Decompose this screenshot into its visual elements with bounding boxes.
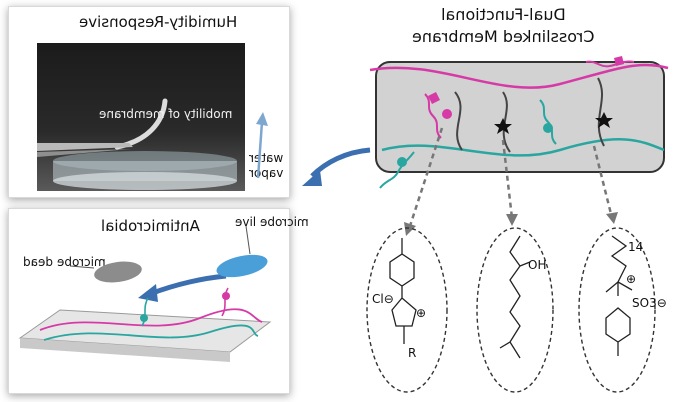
imidazolium-icon [614,56,624,66]
crosslink-3 [597,77,605,147]
dead-microbe-icon [94,261,142,283]
diol-crosslinker-structure-frame [476,227,554,393]
flow-arrow [310,147,371,178]
cation-icon [442,109,452,119]
cation-icon [543,123,553,133]
live-microbe-icon [216,254,268,278]
chloride-label: Cl⊖ [372,292,394,306]
teal-polymer-chain [381,138,665,157]
kill-arrow [149,273,227,297]
substituent-label: R [408,346,417,360]
crosslink-1 [454,91,463,151]
alkyl-chain-label: 14 [628,240,644,254]
imidazolium-icon [428,92,440,104]
imidazolium-structure-frame [366,227,448,393]
hydroxyl-label: OH [528,258,547,272]
photo-illustration [37,98,237,190]
ammonium-charge-label: ⊕ [626,272,637,286]
antimicrobial-panel: Antimicrobial live microbe dead microbe [8,208,309,394]
membrane-box [375,61,665,173]
crosslink-2 [502,91,511,153]
sulfonate-label: SO3⊖ [632,296,667,310]
magenta-polymer-chain [369,63,669,89]
cation-icon [397,157,407,167]
ammonium-sulfonate-structure-frame [578,227,656,393]
crosslinker-star-icon [494,118,512,134]
imidazolium-charge-label: ⊕ [416,306,427,320]
humidity-panel: Humidity-Responsive mobility of membrane… [8,6,290,198]
crosslinker-star-icon [595,112,613,128]
membrane-photo: mobility of membrane [37,43,245,191]
vapor-arrow [256,121,264,179]
